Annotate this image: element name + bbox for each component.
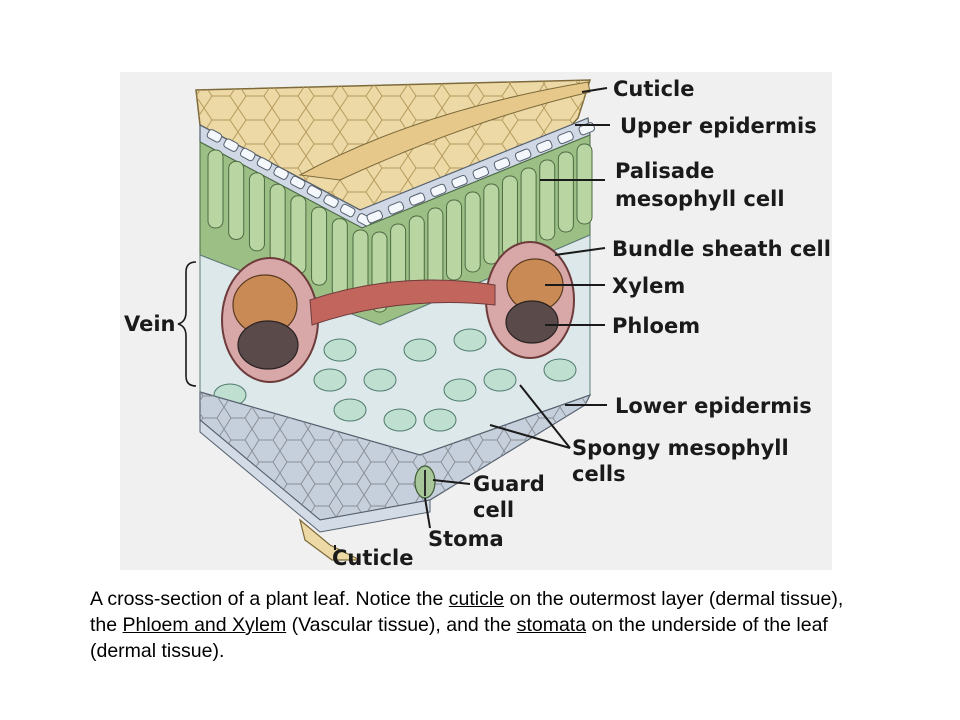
spongy-cell (323, 338, 357, 362)
epidermis-cell (557, 130, 574, 145)
palisade-cell (483, 183, 500, 265)
palisade-cell (501, 175, 518, 257)
epidermis-cell (493, 157, 511, 171)
palisade-cell (248, 172, 265, 252)
caption-part-1: A cross-section of a plant leaf. Notice … (90, 588, 449, 610)
caption-stomata-term: stomata (516, 614, 587, 636)
epidermis-cell (451, 174, 468, 189)
caption-part-4: on the underside of the leaf (dermal tis… (90, 614, 828, 662)
epidermis-cell (256, 157, 273, 171)
label-guard-1: Guard (473, 472, 545, 496)
vein-bundle-left (221, 257, 319, 383)
palisade-cell (207, 149, 224, 229)
phloem-left (237, 320, 299, 370)
palisade-cell (331, 218, 348, 298)
lower-epidermis-texture (200, 392, 590, 520)
label-cuticle-bottom: Cuticle (332, 546, 414, 570)
label-spongy-1: Spongy mesophyll (572, 436, 789, 460)
spongy-cell (453, 328, 487, 352)
palisade-cell (446, 199, 463, 281)
lower-epidermis-cells-band (199, 418, 431, 533)
leader-lines (334, 87, 610, 550)
spongy-cell (483, 368, 517, 392)
caption-phloem-xylem-term: Phloem and Xylem (122, 614, 287, 636)
leader-bundle-sheath (554, 247, 606, 256)
caption-cuticle-term: cuticle (448, 588, 505, 610)
epidermis-cell (340, 203, 356, 218)
epidermis-cell (536, 139, 553, 153)
palisade-cell (520, 167, 537, 249)
epidermis-cell (240, 147, 256, 162)
palisade-cell (228, 160, 245, 240)
label-cuticle-top: Cuticle (613, 77, 695, 101)
phloem-right (505, 300, 559, 344)
label-palisade-1: Palisade (615, 159, 714, 183)
epidermis-cell (514, 148, 532, 162)
palisade-cell (311, 206, 328, 286)
leaf-cross-section-diagram: Cuticle Upper epidermis Palisade mesophy… (120, 72, 832, 570)
spongy-cell (313, 368, 347, 392)
vein-vessel (309, 279, 496, 326)
palisade-cell (557, 151, 574, 233)
caption-part-2: on the outermost layer (dermal tissue), … (90, 588, 844, 636)
spongy-cell (333, 398, 367, 422)
palisade-cell (290, 195, 307, 275)
label-lower-epidermis: Lower epidermis (615, 394, 812, 418)
epidermis-cell (472, 166, 490, 180)
spongy-cells (213, 328, 577, 432)
spongy-cell (383, 408, 417, 432)
label-bundle-sheath: Bundle sheath cell (612, 237, 831, 261)
label-stoma: Stoma (428, 527, 504, 551)
epidermis-cell (306, 185, 323, 199)
leader-spongy-2 (519, 384, 571, 449)
label-guard-2: cell (473, 498, 514, 522)
palisade-cell (464, 191, 481, 273)
leader-spongy-1 (489, 424, 571, 449)
epidermis-cell (290, 175, 306, 190)
label-vein: Vein (124, 312, 176, 336)
spongy-cell (423, 408, 457, 432)
caption-part-3: (Vascular tissue), and the (286, 614, 517, 636)
label-upper-epidermis: Upper epidermis (620, 114, 817, 138)
epidermis-cell (387, 201, 405, 215)
palisade-cell (427, 207, 444, 289)
palisade-cell (269, 183, 286, 263)
cuticle-bottom-flap (298, 518, 361, 561)
spongy-cell (443, 378, 477, 402)
epidermis-cell (323, 194, 339, 208)
label-palisade-2: mesophyll cell (615, 187, 785, 211)
diagram-caption: A cross-section of a plant leaf. Notice … (90, 586, 870, 664)
epidermis-cell (408, 192, 426, 206)
epidermis-cell (273, 166, 289, 180)
epidermis-cell (430, 183, 447, 197)
vein-bundle-right (485, 241, 575, 359)
leader-stoma (424, 497, 431, 529)
label-xylem: Xylem (612, 274, 685, 298)
vein-bracket (177, 261, 197, 387)
spongy-cell (403, 338, 437, 362)
spongy-cell (363, 368, 397, 392)
label-phloem: Phloem (612, 314, 700, 338)
palisade-cell (576, 143, 593, 225)
cuticle-peel (298, 81, 591, 181)
label-spongy-2: cells (572, 462, 626, 486)
leader-cuticle-top (581, 87, 608, 93)
spongy-cell (543, 358, 577, 382)
palisade-cell (539, 159, 556, 241)
epidermis-cell (366, 210, 384, 224)
epidermis-cell (223, 138, 239, 152)
leader-guard-cell (432, 479, 471, 485)
epidermis-cell (206, 129, 223, 143)
